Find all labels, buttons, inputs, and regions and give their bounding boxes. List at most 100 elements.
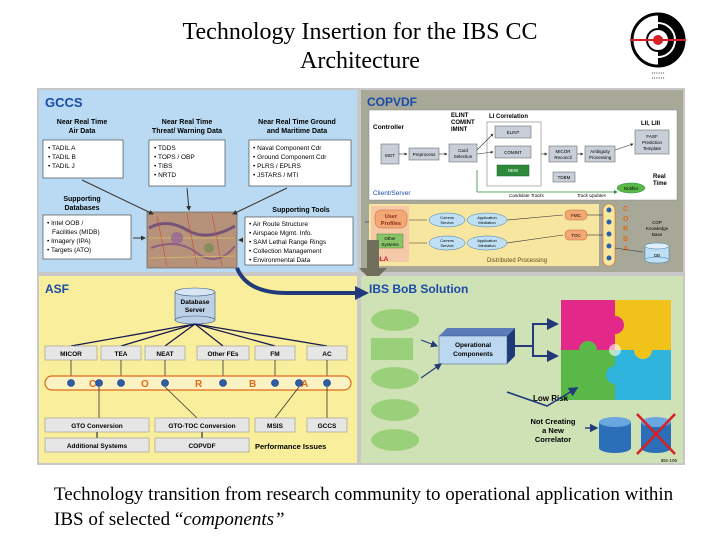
tools-item-5: • Environmental Data	[249, 257, 311, 264]
architecture-diagram: GCCS Near Real Time Air Data Near Real T…	[37, 88, 685, 465]
app-mediation-1-b: Mediation	[478, 220, 495, 225]
micor-reconcil-1: MICOR	[556, 149, 572, 154]
gccs-to-bob-arrow	[235, 267, 357, 295]
cop-kb-2: Knowledge	[646, 226, 669, 231]
app-mediation-2-b: Mediation	[478, 243, 495, 248]
puzzle-icon	[561, 300, 671, 400]
hla-label: HLA	[375, 256, 389, 263]
caption: Technology transition from research comm…	[54, 482, 684, 532]
asf-corba-c: C	[89, 379, 96, 390]
other-systems-2: Systems	[381, 242, 399, 247]
db-server-1: Database	[181, 299, 210, 306]
not-creating-2: a New	[542, 426, 564, 435]
copvdf-title: COPVDF	[367, 95, 417, 109]
copvdf-corba-r: R	[623, 226, 628, 233]
gccs-col2-item-3: • TIBS	[154, 163, 173, 170]
db-item-3: • Imagery (IPA)	[47, 238, 91, 245]
gccs-col2-heading-1: Near Real Time	[162, 119, 213, 126]
comms-service-1-b: Service	[440, 220, 454, 225]
gto-toc-conversion: GTO-TOC Conversion	[168, 423, 235, 430]
asf-corba-o: O	[141, 379, 149, 390]
component-blobs	[371, 309, 419, 451]
tools-heading: Supporting Tools	[272, 207, 330, 214]
db-label: DB	[654, 253, 660, 258]
cop-kb-3: Base	[652, 232, 663, 237]
asf-copvdf: COPVDF	[188, 443, 215, 450]
gccs-col3-item-3: • PLRS / EPLRS	[253, 163, 301, 170]
db-item-2: Facilities (MIDB)	[52, 229, 100, 236]
mgt-box: MGT	[385, 153, 395, 158]
gccs-col2-item-4: • NRTD	[154, 172, 176, 179]
asf-corba-b: B	[249, 379, 256, 390]
track-updates: Track Updates	[577, 193, 607, 198]
additional-systems: Additional Systems	[67, 443, 128, 450]
user-profiles-1: User	[385, 214, 398, 220]
li-correlation-label: LI Correlation	[489, 114, 528, 120]
candidate-tracks: Candidate Tracks	[509, 193, 545, 198]
controller-label: Controller	[373, 124, 405, 131]
fasf-3: Template	[643, 146, 662, 151]
copvdf-panel: COPVDF Controller Client/Server MGT Prep…	[361, 90, 683, 272]
db-item-4: • Targets (ATO)	[47, 247, 91, 254]
ambiguity-2: Processing	[589, 155, 612, 160]
title-line-2: Architecture	[300, 48, 420, 74]
asf-corba-r: R	[195, 379, 203, 390]
user-profiles-2: Profiles	[381, 221, 401, 227]
toc-box: TOC	[571, 233, 581, 238]
database-cylinder-icon	[599, 417, 631, 453]
gccs-col3-item-2: • Ground Component Cdr	[253, 154, 327, 161]
db-heading-1: Supporting	[63, 196, 100, 203]
asf-module-other-fes: Other FEs	[207, 351, 238, 358]
asf-module-micor: MICOR	[60, 351, 82, 358]
elint-box: ELINT	[507, 130, 520, 135]
svg-text:• • • • • •: • • • • • •	[652, 76, 665, 80]
ambiguity-1: Ambiguity	[590, 149, 611, 154]
elint-group-3: IMINT	[451, 127, 468, 133]
gccs-col1-item-3: • TADIL J	[48, 163, 75, 170]
performance-issues: Performance Issues	[255, 442, 326, 451]
gccs-col3-item-4: • JSTARS / MTI	[253, 172, 298, 179]
micor-reconcil-2: Reconcil	[554, 155, 571, 160]
gccs-col2-heading-2: Threat/ Warning Data	[152, 128, 222, 135]
new-box: NEW	[508, 168, 519, 173]
asf-panel: ASF Database Server MICOR TEA NEAT Other…	[39, 276, 357, 463]
realtime-1: Real	[653, 174, 666, 180]
copvdf-corba-c: C	[623, 206, 628, 213]
copvdf-corba-b: B	[623, 236, 628, 243]
card-selection-1: Card	[458, 148, 468, 153]
card-selection-2: Selection	[454, 154, 473, 159]
asf-module-ac: AC	[322, 351, 332, 358]
threat-data-box	[148, 139, 226, 187]
gccs-col1-item-2: • TADIL B	[48, 154, 76, 161]
asf-title: ASF	[45, 282, 69, 296]
comms-service-2-b: Service	[440, 243, 454, 248]
gccs-col1-heading-2: Air Data	[69, 128, 96, 135]
gccs-col2-item-1: • TDDS	[154, 145, 176, 152]
msis-box: MSIS	[267, 423, 284, 430]
gccs-panel: GCCS Near Real Time Air Data Near Real T…	[39, 90, 357, 272]
comms-service-1-a: Comms	[440, 215, 454, 220]
caption-text: Technology transition from research comm…	[54, 484, 674, 530]
tools-item-1: • Air Route Structure	[249, 221, 308, 228]
db-cylinder-icon	[644, 242, 670, 264]
db-heading-2: Databases	[64, 205, 99, 212]
asf-module-fm: FM	[270, 351, 279, 358]
gccs-col3-heading-1: Near Real Time Ground	[258, 119, 336, 126]
db-item-1: • Intel OOB /	[47, 220, 83, 227]
not-creating-3: Correlator	[535, 435, 571, 444]
tools-item-4: • Collection Management	[249, 248, 322, 255]
elint-group-1: ELINT	[451, 113, 469, 119]
asf-corba-a: A	[301, 379, 308, 390]
notifier-box: Notifier	[624, 186, 639, 191]
realtime-2: Time	[653, 181, 668, 187]
asf-module-neat: NEAT	[156, 351, 173, 358]
gccs-col3-item-1: • Naval Component Cdr	[253, 145, 322, 152]
caption-emphasis: components”	[183, 509, 285, 530]
tools-item-2: • Airspace Mgmt. Info.	[249, 230, 313, 237]
app-mediation-1-a: Application	[477, 215, 497, 220]
cop-kb-1: COP	[652, 220, 662, 225]
gccs-col3-heading-2: and Maritime Data	[267, 128, 327, 135]
tools-item-3: • SAM Lethal Range Rings	[249, 239, 327, 246]
gccs-col1-heading-1: Near Real Time	[57, 119, 108, 126]
app-mediation-2-a: Application	[477, 238, 497, 243]
